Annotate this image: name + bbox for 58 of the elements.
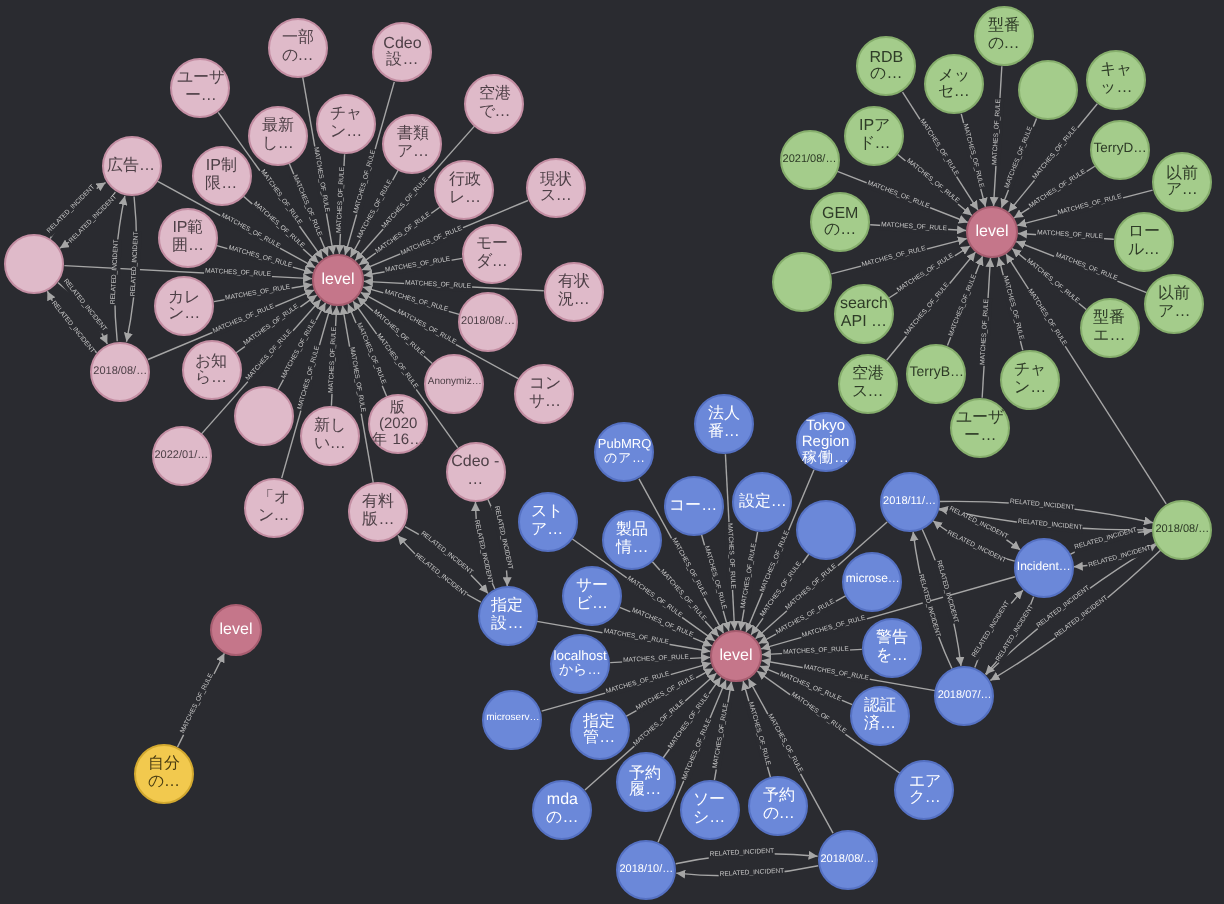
graph-node: level (966, 206, 1018, 258)
graph-node: 法人番… (693, 394, 754, 455)
graph-node: 予約の… (748, 776, 809, 837)
graph-node: ロール… (1113, 211, 1174, 271)
graph-node: カレン… (154, 276, 215, 337)
graph-node: level (710, 630, 762, 682)
graph-node: 一部の… (267, 17, 328, 78)
graph-node: 指定設… (477, 586, 538, 647)
graph-node: モーダ… (461, 223, 522, 284)
graph-node (4, 234, 65, 295)
graph-node: IP制限… (191, 146, 252, 207)
graph-node: Cdeo - … (445, 441, 506, 502)
graph-node: GEMの… (810, 192, 871, 253)
graph-node: 製品情… (602, 509, 663, 570)
graph-node: 「オン… (243, 477, 304, 537)
graph-node: 設定… (732, 472, 793, 533)
graph-node: 行政レ… (434, 159, 495, 220)
graph-node: チャン… (1000, 349, 1061, 410)
graph-node: コンサ… (514, 363, 575, 424)
graph-node: 予約履… (615, 752, 676, 813)
graph-node: 新しい… (299, 405, 360, 466)
graph-node: 最新し… (247, 106, 308, 167)
graph-node: 以前ア… (1151, 152, 1212, 213)
graph-node: 指定管… (569, 700, 630, 761)
graph-node: 型番エ… (1079, 298, 1140, 359)
graph-node: サービ… (562, 565, 623, 626)
graph-node: コー… (663, 475, 724, 536)
graph-node: ユーザー… (950, 397, 1011, 458)
graph-node: 以前ア… (1144, 273, 1205, 334)
graph-node: ソーシ… (679, 779, 740, 840)
graph-node: 型番の… (973, 6, 1034, 67)
graph-node: 有料版… (348, 482, 409, 543)
graph-node: IP範囲… (157, 207, 218, 268)
graph-node: Cdeo設… (372, 22, 433, 83)
graph-node: 空港ス… (837, 353, 898, 414)
graph-node: メッセ… (923, 54, 984, 115)
graph-node: level (210, 604, 262, 656)
graph-node: level (312, 254, 364, 306)
graph-node: 現状ス… (525, 158, 586, 219)
graph-node: mdaの… (532, 779, 593, 840)
graph-node: ユーザー… (170, 58, 231, 119)
graph-node: 自分の… (134, 744, 194, 804)
graph-node: search API … (833, 283, 894, 344)
graph-node: 有状況… (543, 262, 604, 323)
graph-node (796, 499, 857, 560)
graph-node: ストア… (517, 491, 578, 552)
graph-node: RDBの… (856, 36, 917, 97)
graph-node: 書類ア… (382, 113, 443, 174)
graph-node: エアク… (894, 760, 955, 821)
graph-node (1017, 60, 1078, 121)
graph-node (772, 251, 833, 312)
graph-node: 認証済… (849, 686, 910, 747)
graph-node: キャッ… (1086, 50, 1147, 111)
graph-node: 空港で… (464, 73, 525, 134)
graph-node: お知ら… (181, 340, 242, 401)
graph-node: IPアド… (844, 105, 905, 166)
graph-node: 警告を… (861, 617, 922, 678)
graph-node (233, 386, 294, 447)
